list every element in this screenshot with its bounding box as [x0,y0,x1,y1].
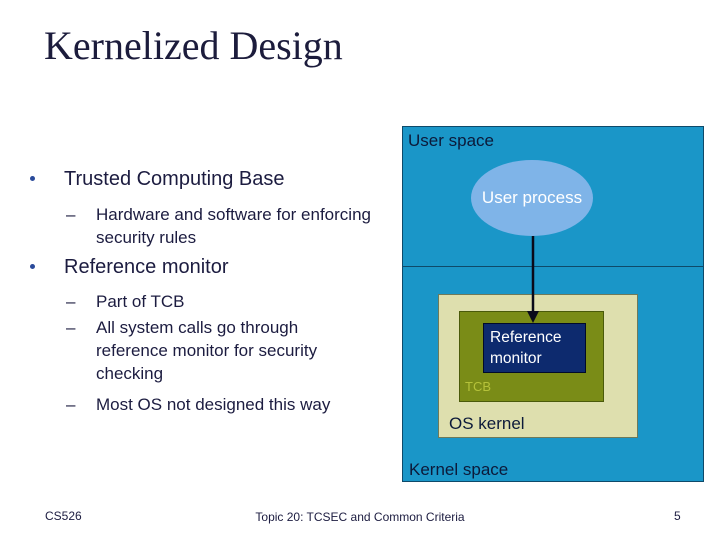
bullet-text: Trusted Computing Base [64,168,285,190]
footer-course: CS526 [45,509,82,523]
user-kernel-divider [402,266,704,267]
os-kernel-label: OS kernel [449,414,525,433]
bullet-text: Reference monitor [64,256,229,278]
sub-bullet-text: All system calls go through reference mo… [96,318,318,383]
slide-title: Kernelized Design [44,23,343,68]
tcb-label: TCB [465,379,491,394]
sub-bullet-dash: – [66,318,76,337]
sub-bullet-dash: – [66,205,76,224]
user-process-ellipse: User process [471,160,593,236]
sub-bullet-dash: – [66,395,76,414]
sub-bullet-text: Part of TCB [96,292,185,311]
user-space-label: User space [408,131,494,150]
sub-bullet-dash: – [66,292,76,311]
bullet-dot [30,264,35,269]
sub-bullet-text: Most OS not designed this way [96,395,331,414]
footer-page-number: 5 [674,509,681,523]
bullet-dot [30,176,35,181]
sub-bullet-text: Hardware and software for enforcing secu… [96,205,371,247]
kernel-space-label: Kernel space [409,460,509,479]
footer-topic: Topic 20: TCSEC and Common Criteria [255,510,465,524]
reference-monitor-box: Reference monitor [483,323,586,373]
